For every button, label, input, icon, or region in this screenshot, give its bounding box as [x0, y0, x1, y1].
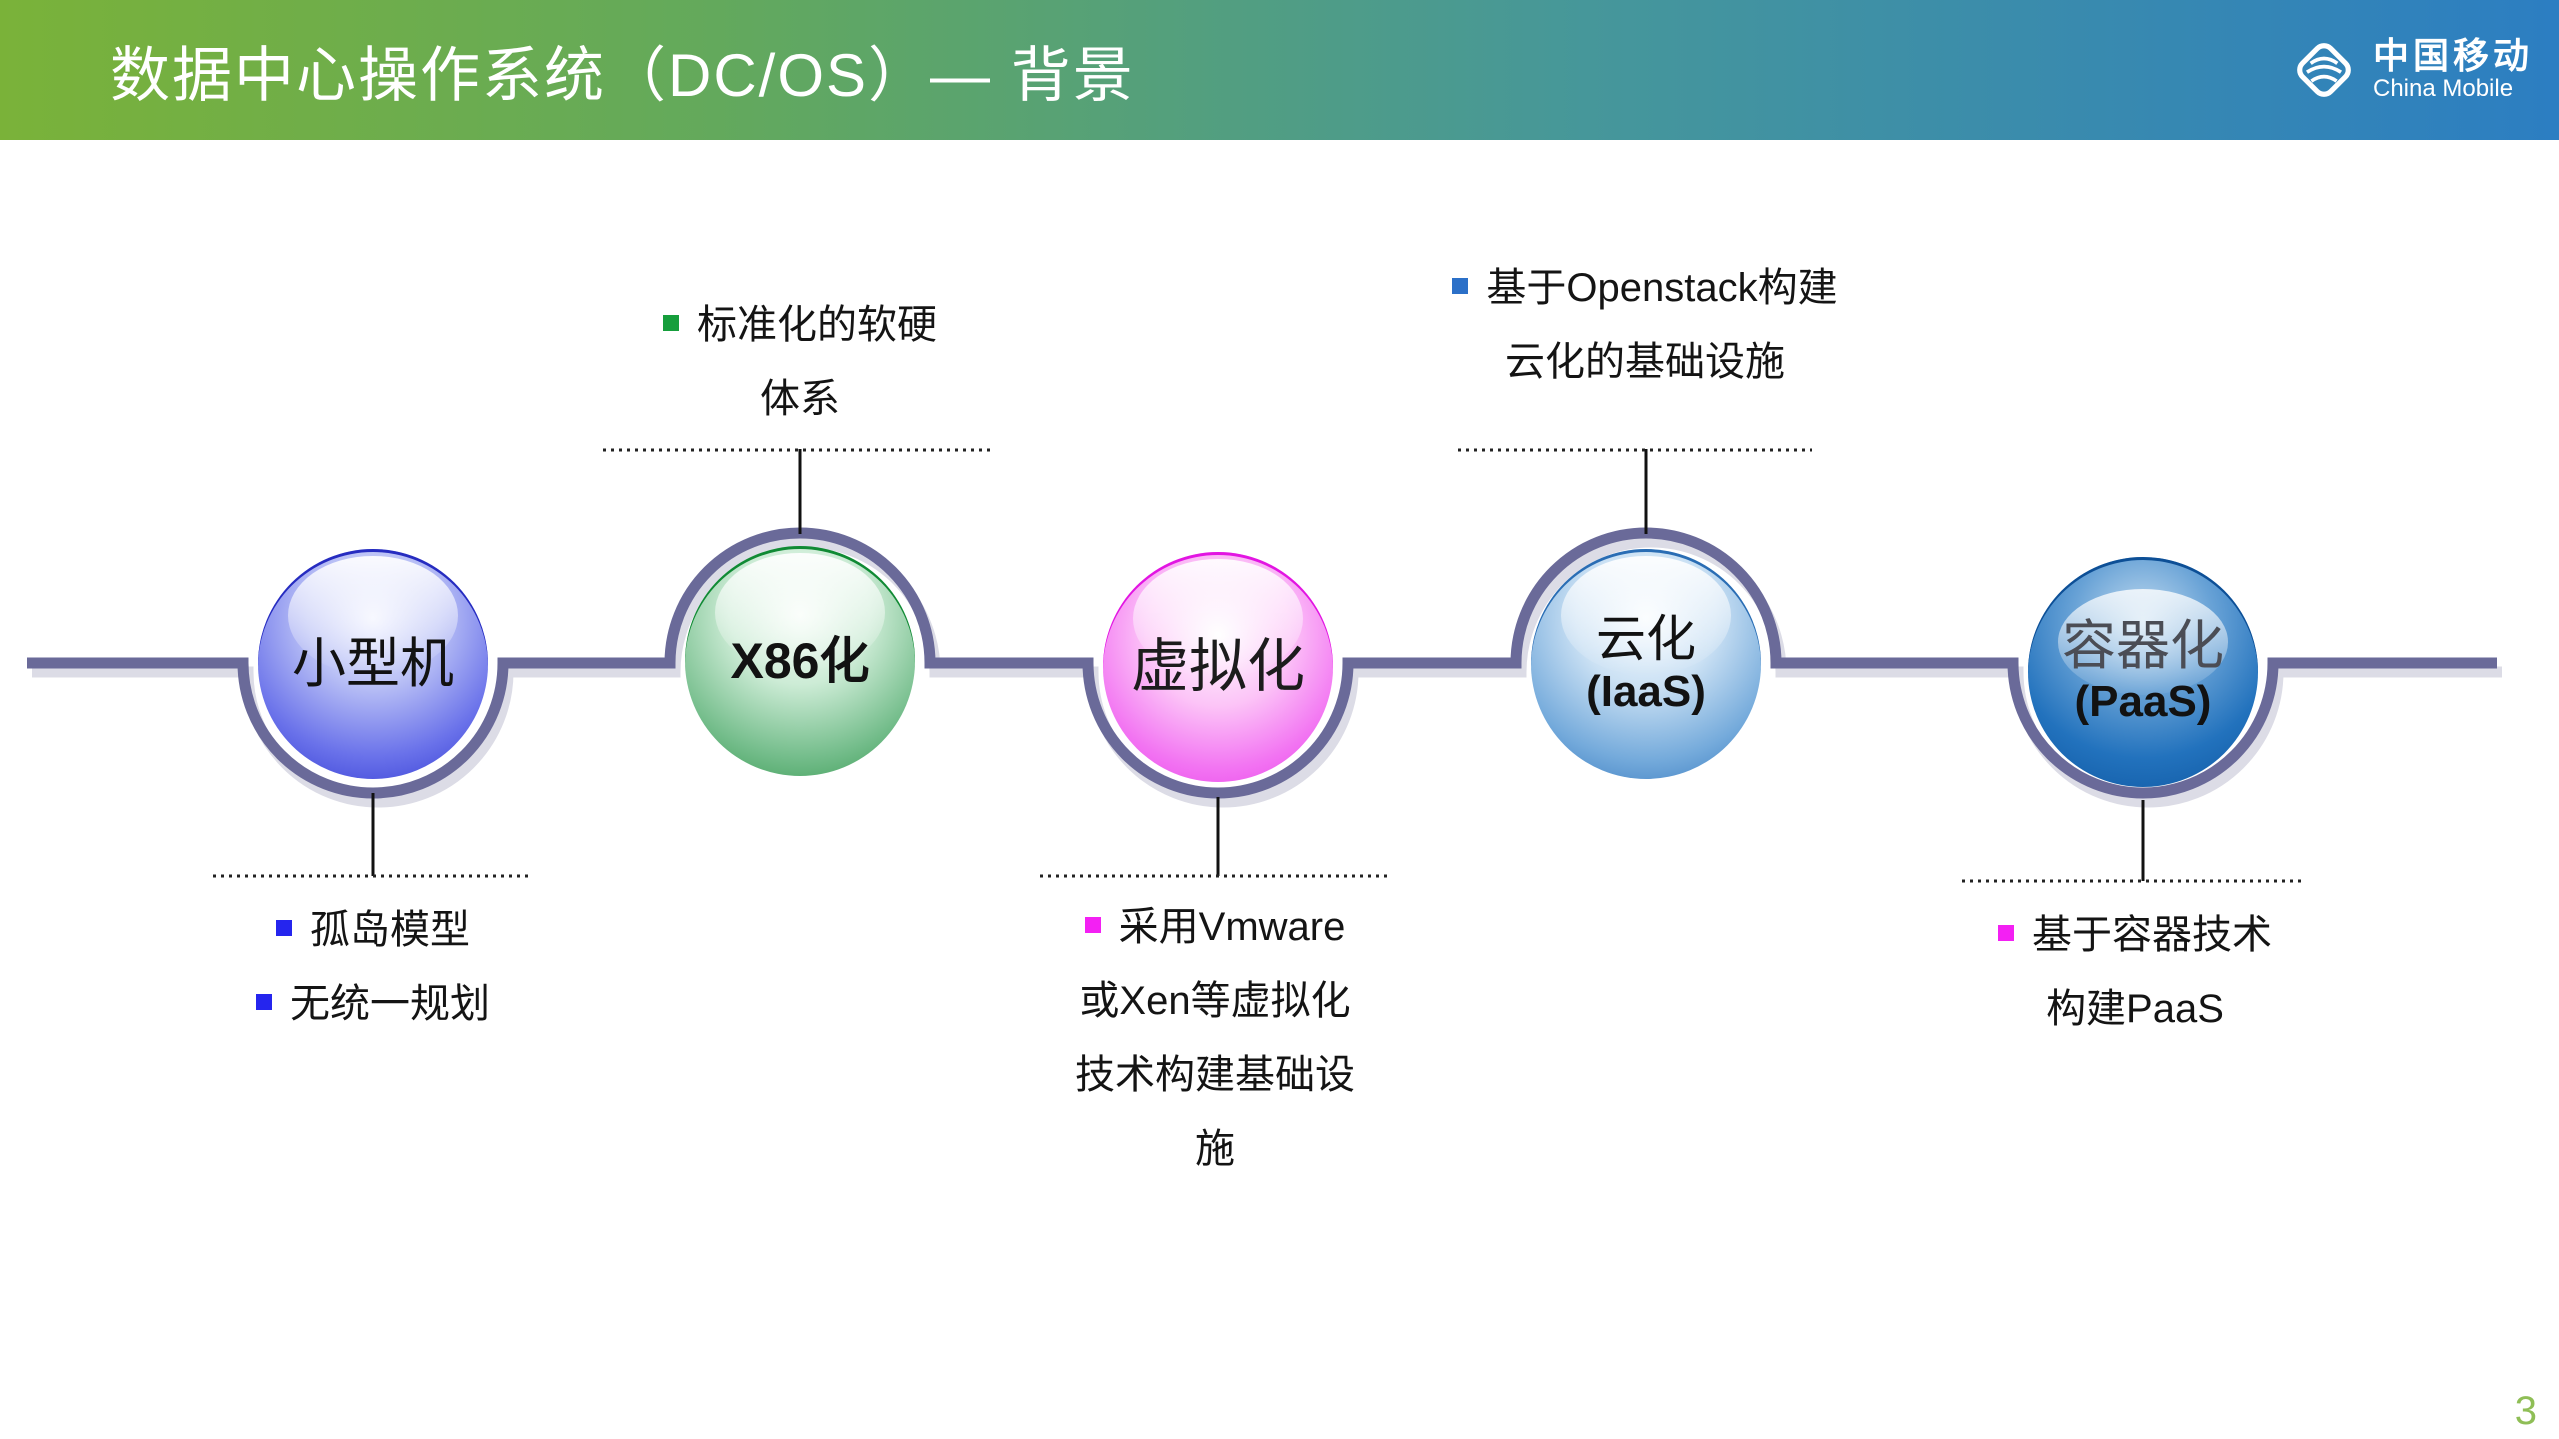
annotation-text: 基于Openstack构建	[1486, 266, 1838, 310]
node-label: 小型机	[292, 633, 454, 694]
annotation-text: 技术构建基础设	[1075, 1053, 1355, 1097]
node-label: 虚拟化	[1130, 633, 1305, 699]
annotation-x86: 标准化的软硬 体系	[560, 288, 1040, 436]
annotation-text: 标准化的软硬	[697, 303, 937, 347]
bullet-square-icon	[663, 315, 679, 332]
china-mobile-logo-icon	[2297, 43, 2351, 97]
bullet-square-icon	[1084, 917, 1101, 934]
annotation-text: 无统一规划	[290, 982, 490, 1026]
node-label: X86化	[730, 633, 870, 689]
annotation-line: 或Xen等虚拟化	[975, 964, 1455, 1038]
timeline-node-virtualization: 虚拟化	[1103, 552, 1333, 782]
timeline-node-cloud-iaas: 云化 (IaaS)	[1531, 549, 1761, 779]
annotation-container: 基于容器技术 构建PaaS	[1895, 898, 2375, 1046]
annotation-line: 标准化的软硬	[560, 288, 1040, 362]
annotation-text: 孤岛模型	[310, 908, 470, 952]
annotation-virtualization: 采用Vmware 或Xen等虚拟化 技术构建基础设 施	[975, 890, 1455, 1186]
node-sublabel: (IaaS)	[1586, 666, 1706, 716]
bullet-square-icon	[276, 920, 292, 937]
timeline-node-minicomputer: 小型机	[258, 549, 488, 779]
annotation-text: 施	[1195, 1127, 1235, 1171]
annotation-minicomputer: 孤岛模型 无统一规划	[133, 893, 613, 1041]
bullet-square-icon	[1452, 278, 1469, 295]
logo-text-zh: 中国移动	[2372, 35, 2533, 77]
annotation-text: 构建PaaS	[2046, 987, 2224, 1031]
page-number: 3	[2514, 1389, 2537, 1433]
annotation-line: 云化的基础设施	[1395, 325, 1895, 399]
annotation-line: 施	[975, 1112, 1455, 1186]
header-bar: 数据中心操作系统（DC/OS）— 背景 中国移动 China Mobile	[0, 0, 2559, 140]
timeline-node-container-paas: 容器化 (PaaS)	[2028, 557, 2258, 787]
annotation-line: 技术构建基础设	[975, 1038, 1455, 1112]
annotation-line: 孤岛模型	[133, 893, 613, 967]
node-sublabel: (PaaS)	[2074, 676, 2212, 726]
annotation-text: 或Xen等虚拟化	[1079, 979, 1351, 1023]
annotation-text: 基于容器技术	[2032, 913, 2272, 957]
annotation-text: 体系	[760, 377, 840, 421]
annotation-text: 云化的基础设施	[1505, 340, 1785, 384]
china-mobile-logo: 中国移动 China Mobile	[2287, 33, 2533, 107]
logo-text-en: China Mobile	[2372, 75, 2514, 103]
annotation-line: 基于Openstack构建	[1395, 251, 1895, 325]
bullet-square-icon	[256, 994, 272, 1011]
node-label: 容器化	[2062, 616, 2224, 677]
annotation-line: 采用Vmware	[975, 890, 1455, 964]
annotation-line: 体系	[560, 362, 1040, 436]
annotation-line: 无统一规划	[133, 967, 613, 1041]
annotation-text: 采用Vmware	[1118, 905, 1346, 949]
logo-text: 中国移动 China Mobile	[2373, 37, 2533, 102]
timeline-node-x86: X86化	[685, 546, 915, 776]
annotation-cloud: 基于Openstack构建 云化的基础设施	[1395, 251, 1895, 399]
node-label: 云化	[1596, 610, 1696, 667]
bullet-square-icon	[1998, 925, 2014, 942]
annotation-line: 构建PaaS	[1895, 972, 2375, 1046]
page-title: 数据中心操作系统（DC/OS）— 背景	[110, 41, 1135, 109]
annotation-line: 基于容器技术	[1895, 898, 2375, 972]
